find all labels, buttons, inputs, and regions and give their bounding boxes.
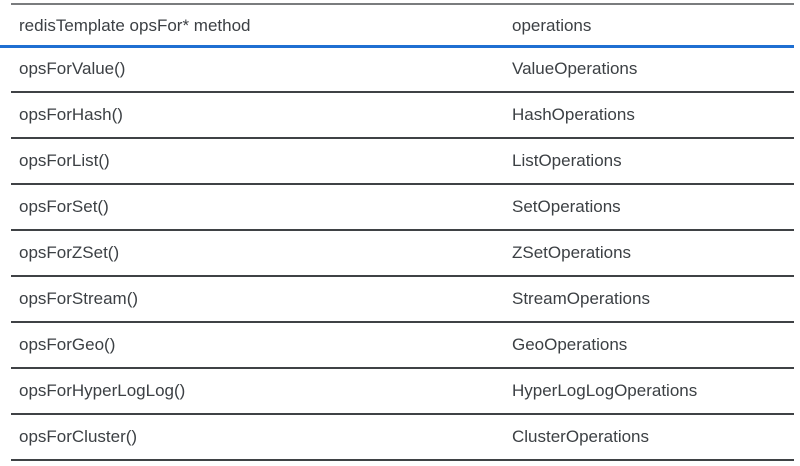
operations-cell: ZSetOperations	[504, 230, 794, 277]
header-row: redisTemplate opsFor* method operations	[11, 4, 794, 47]
operations-cell: HyperLogLogOperations	[504, 368, 794, 415]
column-header-method: redisTemplate opsFor* method	[19, 16, 251, 35]
table-row: opsForValue() ValueOperations	[11, 47, 794, 93]
column-header-operations: operations	[512, 16, 592, 35]
table-row: opsForCluster() ClusterOperations	[11, 414, 794, 461]
method-cell: opsForHyperLogLog()	[11, 368, 504, 415]
operations-cell: GeoOperations	[504, 322, 794, 369]
table-row: opsForHash() HashOperations	[11, 92, 794, 139]
table-row: opsForHyperLogLog() HyperLogLogOperation…	[11, 368, 794, 415]
method-cell: opsForGeo()	[11, 322, 504, 369]
redis-ops-table: redisTemplate opsFor* method operations …	[11, 3, 794, 461]
operations-cell: ListOperations	[504, 138, 794, 185]
method-cell: opsForCluster()	[11, 414, 504, 461]
method-cell: opsForValue()	[11, 47, 504, 93]
table-row: opsForStream() StreamOperations	[11, 276, 794, 323]
method-cell: opsForStream()	[11, 276, 504, 323]
operations-cell: ClusterOperations	[504, 414, 794, 461]
operations-cell: HashOperations	[504, 92, 794, 139]
operations-cell: SetOperations	[504, 184, 794, 231]
method-cell: opsForZSet()	[11, 230, 504, 277]
method-cell: opsForList()	[11, 138, 504, 185]
operations-cell: StreamOperations	[504, 276, 794, 323]
method-cell: opsForHash()	[11, 92, 504, 139]
table-row: opsForGeo() GeoOperations	[11, 322, 794, 369]
operations-cell: ValueOperations	[504, 47, 794, 93]
table-row: opsForZSet() ZSetOperations	[11, 230, 794, 277]
table-row: opsForSet() SetOperations	[11, 184, 794, 231]
method-cell: opsForSet()	[11, 184, 504, 231]
table-row: opsForList() ListOperations	[11, 138, 794, 185]
